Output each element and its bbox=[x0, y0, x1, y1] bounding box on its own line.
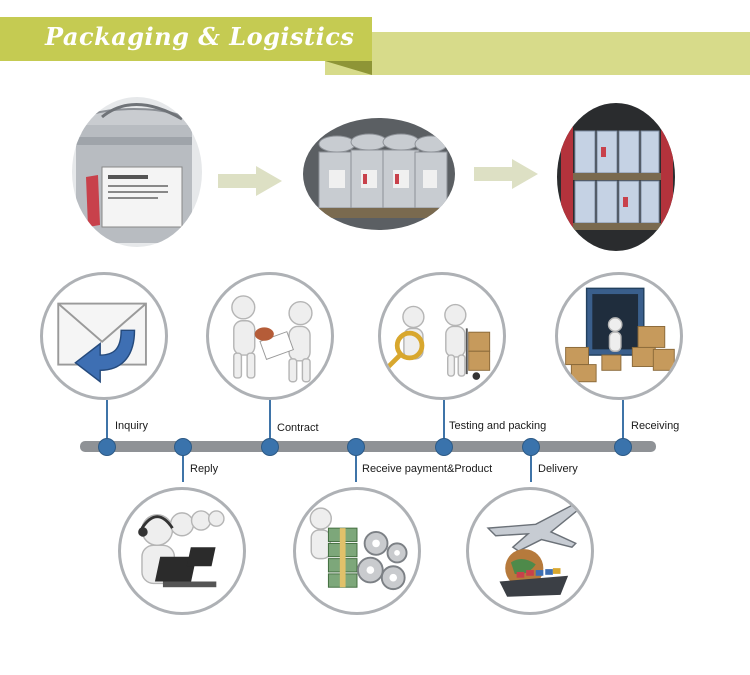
step-label-reply: Reply bbox=[190, 463, 219, 475]
step-label-inquiry: Inquiry bbox=[115, 420, 149, 432]
payment-node bbox=[347, 438, 365, 456]
contract-node bbox=[261, 438, 279, 456]
reply-node bbox=[174, 438, 192, 456]
reply-connector bbox=[182, 446, 184, 482]
page-title: Packaging & Logistics bbox=[45, 22, 355, 51]
delivery-node bbox=[522, 438, 540, 456]
inquiry-connector bbox=[106, 400, 108, 446]
header-banner bbox=[0, 17, 372, 61]
single-drum-photo bbox=[72, 97, 202, 247]
contract-connector bbox=[269, 400, 271, 446]
payment-money-gears-icon bbox=[293, 487, 421, 615]
pallet-drums-photo bbox=[303, 118, 455, 230]
contract-handshake-icon bbox=[206, 272, 334, 400]
step-label-contract: Contract bbox=[277, 422, 319, 434]
reply-call-center-icon bbox=[118, 487, 246, 615]
delivery-connector bbox=[530, 446, 532, 482]
step-label-payment: Receive payment&Product bbox=[362, 463, 493, 475]
testing-node bbox=[435, 438, 453, 456]
receiving-connector bbox=[622, 400, 624, 446]
payment-connector bbox=[355, 446, 357, 482]
receiving-node bbox=[614, 438, 632, 456]
step-label-testing: Testing and packing bbox=[449, 420, 547, 432]
inquiry-envelope-icon bbox=[40, 272, 168, 400]
process-timeline bbox=[80, 441, 656, 452]
receiving-container-icon bbox=[555, 272, 683, 400]
header-banner-fold bbox=[325, 61, 372, 75]
header-banner-back bbox=[325, 32, 750, 75]
arrow-right-icon bbox=[218, 166, 282, 201]
step-label-receiving: Receiving bbox=[631, 420, 680, 432]
delivery-plane-ship-icon bbox=[466, 487, 594, 615]
testing-packing-icon bbox=[378, 272, 506, 400]
arrow-right-icon bbox=[474, 159, 538, 194]
step-label-delivery: Delivery bbox=[538, 463, 578, 475]
container-loaded-photo bbox=[557, 103, 675, 251]
inquiry-node bbox=[98, 438, 116, 456]
testing-connector bbox=[443, 400, 445, 446]
